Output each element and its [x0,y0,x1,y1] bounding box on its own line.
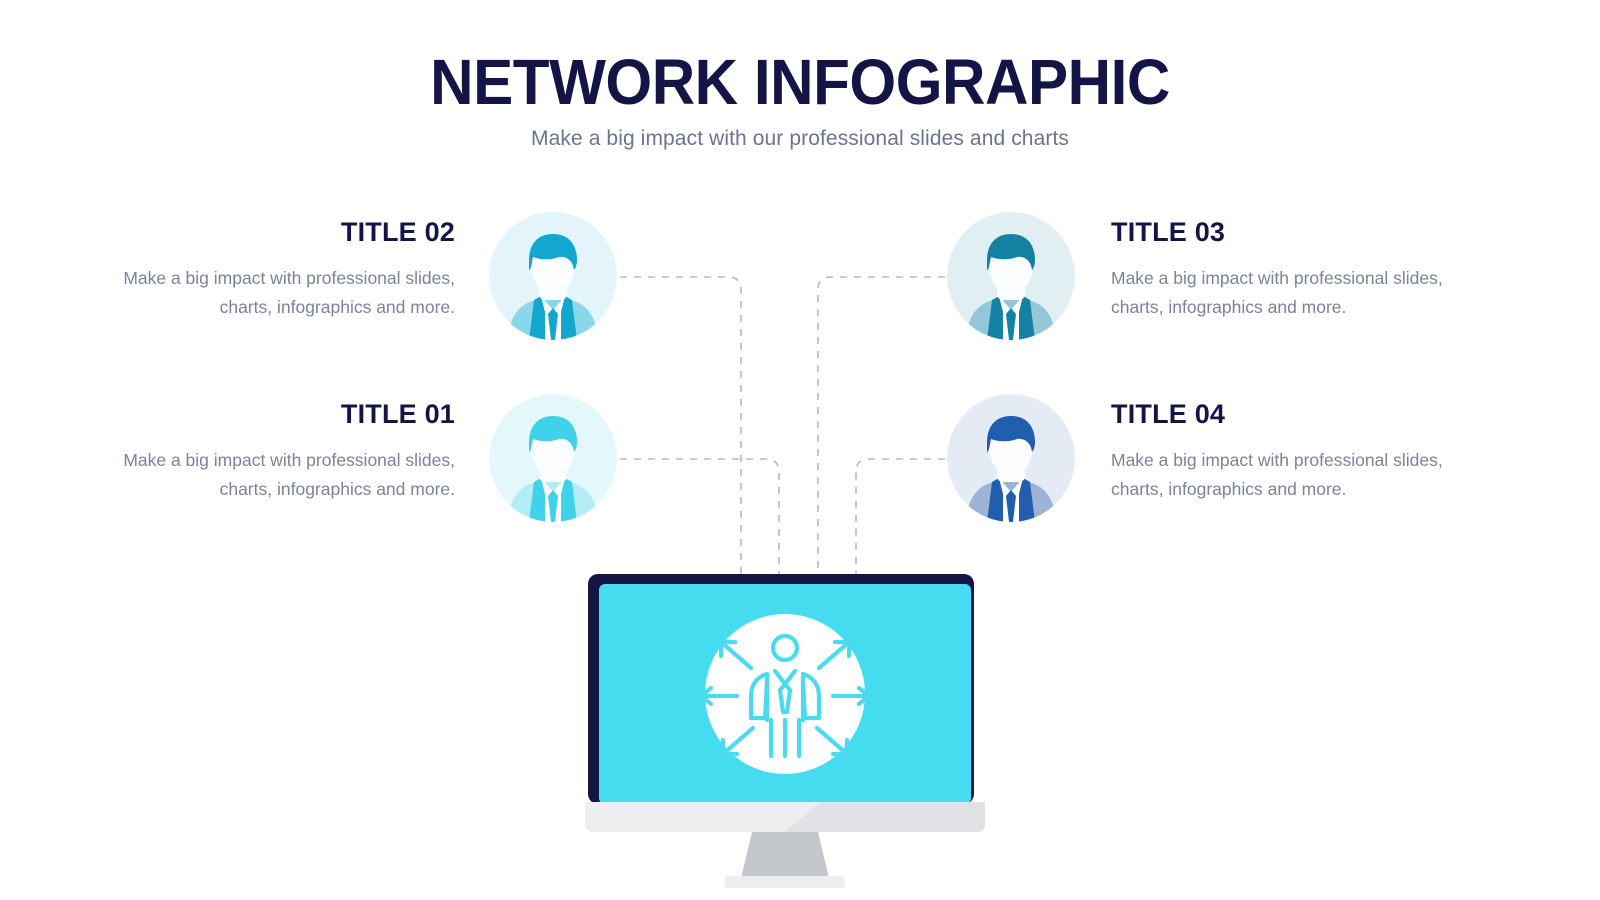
monitor-base [725,876,845,888]
avatar-title-01[interactable] [489,394,617,522]
monitor-stand [741,832,829,878]
node-title-01: TITLE 01 [340,399,455,429]
connector-path-01 [620,458,780,578]
node-title-02: TITLE 02 [340,217,455,247]
connector-path-04 [855,458,945,578]
node-text-title-02: TITLE 02 Make a big impact with professi… [103,217,455,322]
header: NETWORK INFOGRAPHIC Make a big impact wi… [0,46,1600,151]
node-text-title-03: TITLE 03 Make a big impact with professi… [1111,217,1463,322]
node-title-04: TITLE 04 [1111,399,1226,429]
node-description-02: Make a big impact with professional slid… [123,267,455,318]
desktop-monitor-icon [585,574,985,888]
page-subtitle: Make a big impact with our professional … [531,127,1069,151]
avatar-title-03[interactable] [947,212,1075,340]
avatar-title-04[interactable] [947,394,1075,522]
monitor-chin-shade [785,802,985,832]
businessman-avatar-icon [947,212,1075,340]
node-description-03: Make a big impact with professional slid… [1111,267,1443,318]
connector-path-03 [817,276,945,578]
businessman-avatar-icon [489,394,617,522]
businessman-avatar-icon [947,394,1075,522]
node-text-title-04: TITLE 04 Make a big impact with professi… [1111,399,1463,504]
central-monitor[interactable] [585,570,985,890]
node-text-title-01: TITLE 01 Make a big impact with professi… [103,399,455,504]
businessman-avatar-icon [489,212,617,340]
node-description-01: Make a big impact with professional slid… [123,449,455,500]
connector-path-02 [620,276,742,578]
page-title: NETWORK INFOGRAPHIC [430,46,1170,118]
network-person-arrows-icon [698,633,872,759]
avatar-title-02[interactable] [489,212,617,340]
node-title-03: TITLE 03 [1111,217,1226,247]
node-description-04: Make a big impact with professional slid… [1111,449,1443,500]
